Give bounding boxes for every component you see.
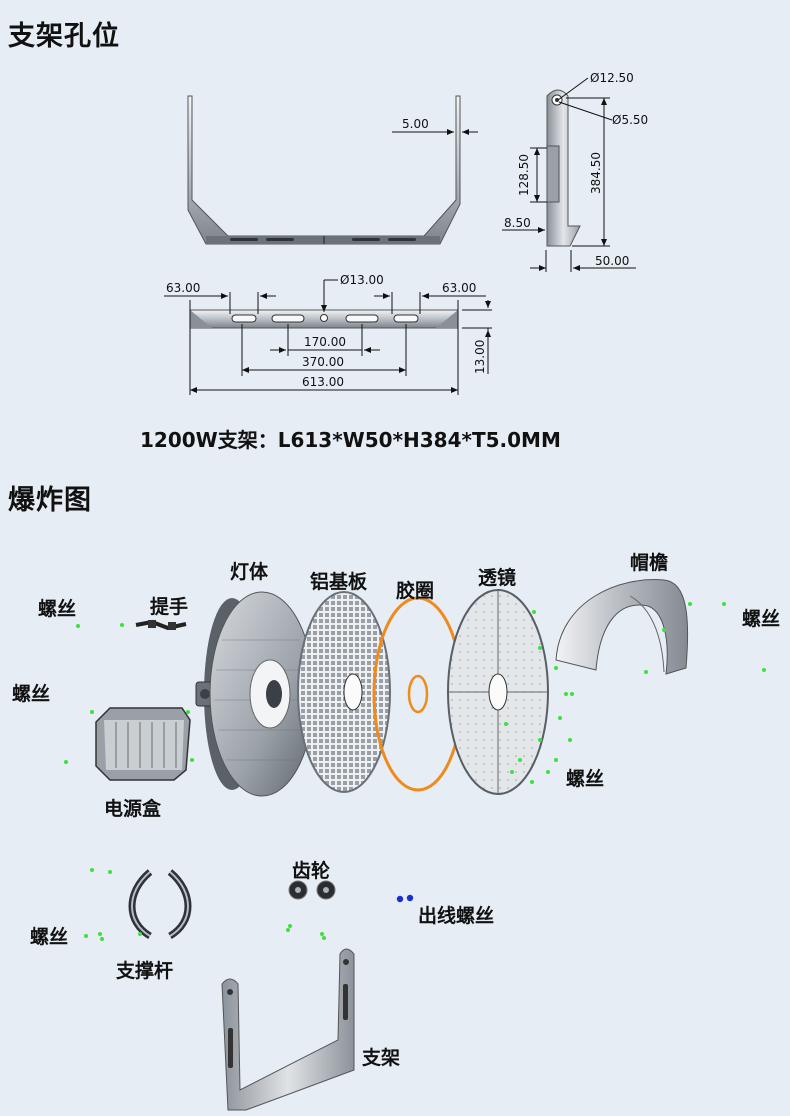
outlet-screws: [396, 894, 414, 903]
bracket-front-view: 5.00: [187, 95, 478, 245]
label-outlet-screw: 出线螺丝: [418, 905, 495, 927]
label-visor: 帽檐: [630, 552, 669, 574]
label-screw-1: 螺丝: [38, 598, 77, 620]
gears: [288, 880, 336, 900]
mounting-bracket: [221, 948, 355, 1111]
dim-hole-diameter-big: Ø12.50: [590, 71, 634, 85]
dim-span-370: 370.00: [302, 355, 344, 369]
label-handle: 提手: [150, 596, 189, 618]
label-lamp-body: 灯体: [230, 561, 269, 583]
dim-hole-diameter-small: Ø5.50: [612, 113, 648, 127]
label-screw-2: 螺丝: [742, 608, 781, 630]
dim-left-offset: 63.00: [166, 281, 200, 295]
screw-markers: [64, 602, 766, 941]
lens: [447, 589, 549, 795]
dim-plate-thickness: 5.00: [402, 117, 429, 131]
handle: [135, 619, 187, 631]
dim-base-height: 13.00: [473, 340, 487, 374]
dim-center-hole: Ø13.00: [340, 273, 384, 287]
dim-bracket-width: 50.00: [595, 254, 629, 268]
label-gasket: 胶圈: [396, 580, 435, 602]
dim-span-170: 170.00: [304, 335, 346, 349]
bracket-side-view: 128.50 384.50 Ø12.50 Ø5.50 8.50 50.00: [502, 71, 648, 272]
label-support-rod: 支撑杆: [116, 960, 174, 982]
label-screw-5: 螺丝: [30, 926, 69, 948]
dim-total-length: 613.00: [302, 375, 344, 389]
label-lens: 透镜: [478, 567, 517, 589]
label-bracket: 支架: [362, 1047, 401, 1069]
label-screw-4: 螺丝: [566, 768, 605, 790]
label-screw-3: 螺丝: [12, 683, 51, 705]
aluminum-plate: [297, 591, 391, 793]
dim-slot-height: 128.50: [517, 154, 531, 196]
power-box: [95, 707, 191, 781]
section-title-exploded-view: 爆炸图: [8, 485, 92, 516]
bracket-spec-text: 1200W支架：L613*W50*H384*T5.0MM: [140, 428, 561, 452]
dim-right-offset: 63.00: [442, 281, 476, 295]
support-rods: [128, 869, 192, 940]
bracket-technical-drawing: 5.00 128.50 384.50 Ø12.50 Ø5.50 8.50 50.…: [164, 71, 648, 395]
bracket-top-view: 63.00 63.00 Ø13.00 170.00 370.00 613.00 …: [164, 273, 492, 395]
dim-total-height: 384.50: [589, 152, 603, 194]
visor-hood: [555, 579, 689, 675]
lamp-body: [195, 591, 315, 797]
dim-tab-width: 8.50: [504, 216, 531, 230]
label-power-box: 电源盒: [104, 798, 162, 820]
label-gear: 齿轮: [292, 860, 331, 882]
section-title-bracket-holes: 支架孔位: [8, 21, 120, 52]
label-aluminum-plate: 铝基板: [310, 571, 368, 593]
